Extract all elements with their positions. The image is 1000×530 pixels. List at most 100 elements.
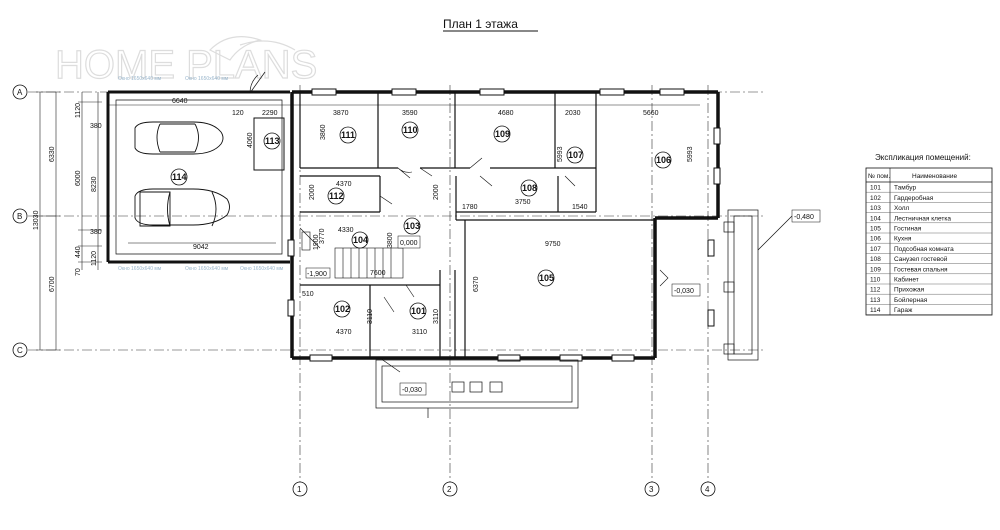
dim-6700: 6700 [49, 276, 56, 292]
room-109: 109 [495, 129, 510, 139]
level-marker-right [791, 209, 821, 223]
dim-r104-w: 4330 [338, 227, 354, 234]
plan-title: План 1 этажа [443, 17, 518, 31]
dim-6000: 6000 [75, 170, 82, 186]
table-cell-num: 106 [870, 236, 881, 243]
dim-r104-side: 1900 [313, 234, 320, 250]
room-circles [170, 121, 672, 320]
room-112: 112 [329, 191, 344, 201]
stairs [299, 227, 404, 279]
room-110: 110 [403, 125, 418, 135]
axis-markers [12, 84, 716, 497]
table-cell-num: 110 [870, 277, 881, 284]
window-note-4: Окно 1650х640 мм [185, 266, 229, 272]
dim-4680: 4680 [498, 110, 514, 117]
table-cell-num: 108 [870, 256, 881, 263]
table-cell-name: Санузел гостевой [894, 255, 948, 263]
table-cell-num: 102 [870, 195, 881, 202]
room-101: 101 [411, 306, 426, 316]
dim-r105-w: 9750 [545, 241, 561, 248]
dim-r107-h: 5993 [557, 146, 564, 162]
door-swings [379, 157, 669, 373]
level-porch: -0,030 [402, 387, 422, 394]
axis-label-c: C [17, 346, 23, 355]
table-header-name: Наименование [912, 173, 957, 180]
dim-4060: 4060 [247, 132, 254, 148]
right-terrace [723, 209, 793, 361]
level-marker-porch [399, 382, 427, 396]
table-cell-num: 114 [870, 307, 881, 314]
room-108: 108 [522, 183, 537, 193]
room-table [865, 167, 993, 316]
dim-3860: 3860 [320, 124, 327, 140]
dim-1120-bottom: 1120 [91, 251, 98, 266]
dim-r108-r: 1540 [572, 204, 588, 211]
table-cell-name: Лестничная клетка [894, 215, 951, 222]
dim-6330: 6330 [49, 146, 56, 162]
room-113-outline [253, 117, 285, 171]
table-cell-num: 101 [870, 185, 881, 192]
room-114: 114 [172, 172, 187, 182]
dim-r104-a: 3770 [319, 228, 326, 244]
axis-label-2: 2 [447, 485, 452, 494]
dim-2030: 2030 [565, 110, 581, 117]
garage-door-top [249, 71, 266, 94]
dim-r104-b: 3800 [387, 232, 394, 248]
dim-5660: 5660 [643, 110, 659, 117]
window-note-1: Окно 1650х640 мм [118, 76, 162, 82]
dim-8230: 8230 [91, 176, 98, 192]
table-cell-num: 104 [870, 215, 881, 222]
dim-3590: 3590 [402, 110, 418, 117]
table-title: Экспликация помещений: [875, 153, 971, 162]
table-cell-num: 103 [870, 205, 881, 212]
table-cell-name: Кабинет [894, 276, 919, 284]
window-note-5: Окно 1650х640 мм [240, 266, 284, 272]
level-terrace: -0,030 [674, 288, 694, 295]
axis-label-1: 1 [297, 485, 302, 494]
table-cell-num: 113 [870, 297, 881, 304]
axis-label-b: B [17, 212, 22, 221]
dim-r102-top: 510 [302, 291, 314, 298]
house-walls [290, 90, 720, 360]
room-104: 104 [353, 235, 368, 245]
dim-120: 120 [232, 110, 244, 117]
dim-r105-h: 6370 [473, 276, 480, 292]
dim-r101-w: 3110 [412, 329, 427, 336]
dim-380-bottom: 380 [90, 229, 102, 236]
level-marker-hall [397, 235, 421, 249]
porch [375, 359, 579, 418]
table-cell-name: Гостевая спальня [894, 266, 948, 273]
room-113: 113 [265, 136, 280, 146]
level-hall: 0,000 [400, 240, 418, 247]
table-header-num: № пом. [868, 173, 890, 180]
dim-3870: 3870 [333, 110, 349, 117]
table-cell-num: 105 [870, 226, 881, 233]
watermark: HOME PLANS [54, 36, 318, 88]
dim-r108-l: 1780 [462, 204, 478, 211]
table-cell-num: 112 [870, 287, 881, 294]
level-right: -0,480 [794, 214, 814, 221]
table-cell-name: Кухня [894, 236, 912, 243]
table-cell-name: Прихожая [894, 287, 925, 294]
table-cell-num: 107 [870, 246, 881, 253]
dim-6640: 6640 [172, 98, 188, 105]
window-note-3: Окно 1650х640 мм [118, 266, 162, 272]
table-cell-name: Гостиная [894, 226, 922, 233]
room-103: 103 [405, 221, 420, 231]
car-top [134, 121, 224, 155]
dim-70: 70 [75, 268, 82, 276]
dim-440: 440 [75, 246, 82, 258]
room-111: 111 [341, 130, 355, 140]
window-note-2: Окно 1650х640 мм [185, 76, 229, 82]
axis-label-3: 3 [649, 485, 654, 494]
table-cell-name: Гараж [894, 307, 913, 314]
dim-2290: 2290 [262, 110, 278, 117]
dim-r102-h: 3110 [367, 309, 374, 324]
dim-13030: 13030 [33, 210, 40, 230]
table-cell-name: Гардеробная [894, 194, 934, 202]
table-cell-num: 109 [870, 266, 881, 273]
axis-label-a: A [17, 88, 23, 97]
dim-9042: 9042 [193, 244, 209, 251]
dim-r102-w: 4370 [336, 329, 352, 336]
